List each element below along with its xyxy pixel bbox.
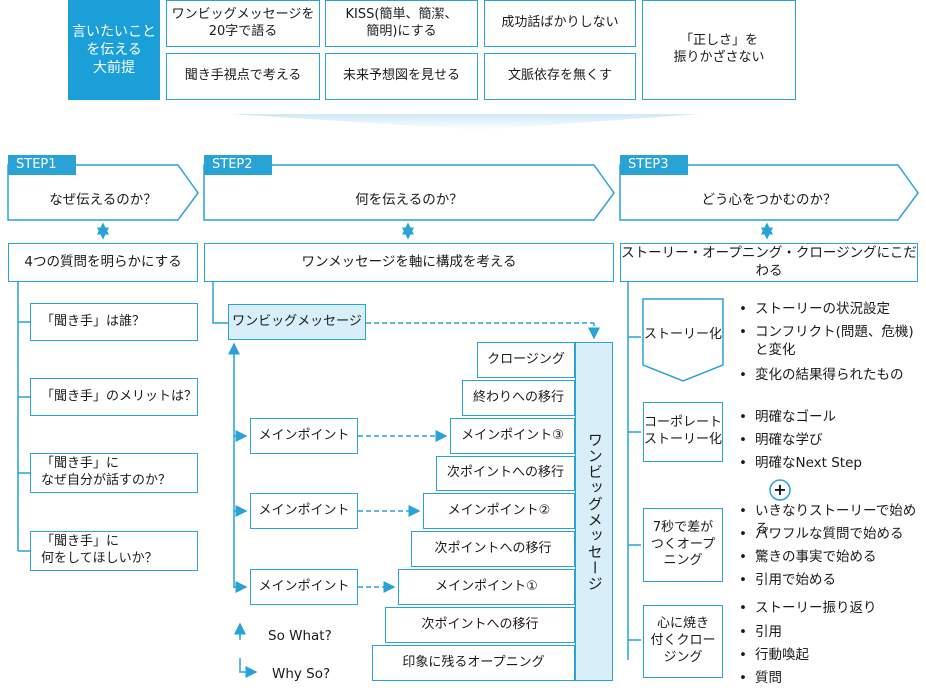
one-big-message-box: ワンビッグメッセージ <box>228 304 366 340</box>
step1-tree-lines <box>17 282 30 552</box>
step1-tab: STEP1 <box>8 155 76 175</box>
closing-bullet-question: 質問 <box>739 670 782 688</box>
story-bullet-result: 変化の結果得られたもの <box>739 367 903 385</box>
step3-tab: STEP3 <box>620 155 688 175</box>
premise-item-kiss: KISS(簡単、簡潔、 簡明)にする <box>325 0 478 47</box>
premise-item-listener-view: 聞き手視点で考える <box>166 53 320 100</box>
step3-question: どう心をつかむのか？ <box>701 191 837 208</box>
story-bullet-conflict: コンフリクト(問題、危機) と変化 <box>739 324 914 359</box>
premise-item-no-context-dependency: 文脈依存を無くす <box>484 53 636 100</box>
premise-item-no-righteousness: 「正しさ」を 振りかざさない <box>642 0 796 100</box>
step1-header-arrow <box>7 164 199 221</box>
step1-question-what-to-do: 「聞き手」に 何をしてほしいか？ <box>30 531 198 571</box>
step2-action: ワンメッセージを軸に構成を考える <box>204 243 614 282</box>
premise-item-one-big-message: ワンビッグメッセージを 20字で語る <box>166 0 320 47</box>
step3-group-closing: 心に焼き 付くクロー ジング <box>643 605 723 678</box>
stair-transition-1: 次ポイントへの移行 <box>385 607 575 643</box>
opening-bullet-question: パワフルな質問で始める <box>739 526 903 544</box>
stair-opening: 印象に残るオープニング <box>372 645 575 681</box>
premise-item-future-vision: 未来予想図を見せる <box>325 53 478 100</box>
stair-transition-3: 次ポイントへの移行 <box>436 456 575 491</box>
opening-bullet-quote: 引用で始める <box>739 572 836 590</box>
step3-story-pentagon <box>642 298 724 382</box>
closing-bullet-quote: 引用 <box>739 624 782 642</box>
stair-main-point-1: メインポイント① <box>398 569 575 605</box>
step1-question: なぜ伝えるのか？ <box>49 191 157 208</box>
corporate-bullet-next-step: 明確なNext Step <box>739 455 862 473</box>
legend-so-what: So What? <box>268 628 332 644</box>
plus-circle-icon <box>769 479 791 501</box>
premise-label: 言いたいこと を伝える 大前提 <box>68 0 160 100</box>
step3-group-story: ストーリー化 <box>643 326 722 342</box>
step3-header-arrow <box>619 164 919 221</box>
main-point-box-2: メインポイント <box>250 493 358 529</box>
step3-group-corporate-story: コーポレート ストーリー化 <box>643 402 723 462</box>
premise-fan-shape <box>230 114 700 130</box>
step3-tree-lines <box>627 282 641 660</box>
main-point-box-3: メインポイント <box>250 569 358 605</box>
premise-item-no-success-stories: 成功話ばかりしない <box>484 0 636 47</box>
closing-bullet-action: 行動喚起 <box>739 647 809 665</box>
step1-question-who: 「聞き手」は誰？ <box>30 303 198 341</box>
step2-header-arrow <box>203 164 615 221</box>
step2-action-to-big-line <box>212 282 228 324</box>
story-bullet-setting: ストーリーの状況設定 <box>739 301 890 319</box>
step1-question-merit: 「聞き手」のメリットは？ <box>30 378 198 416</box>
plus-icon: + <box>773 480 787 499</box>
step3-action: ストーリー・オープニング・クロージングにこだわる <box>620 243 918 282</box>
main-point-box-1: メインポイント <box>250 418 358 454</box>
stair-closing: クロージング <box>477 342 575 378</box>
step1-question-why-me: 「聞き手」に なぜ自分が話すのか？ <box>30 453 198 493</box>
legend-why-so: Why So? <box>272 666 331 682</box>
closing-bullet-review: ストーリー振り返り <box>739 600 876 618</box>
corporate-bullet-learning: 明確な学び <box>739 432 822 450</box>
step2-tab: STEP2 <box>204 155 272 175</box>
stair-transition-2: 次ポイントへの移行 <box>411 531 575 567</box>
step1-action: 4つの質問を明らかにする <box>8 243 198 282</box>
why-so-legend-icon <box>239 658 258 678</box>
step2-question: 何を伝えるのか？ <box>355 191 463 208</box>
stair-transition-to-end: 終わりへの移行 <box>462 380 575 416</box>
step3-group-opening: 7秒で差が つくオープ ニング <box>643 508 723 582</box>
stair-main-point-3: メインポイント③ <box>450 418 575 454</box>
corporate-bullet-goal: 明確なゴール <box>739 409 836 427</box>
opening-bullet-fact: 驚きの事実で始める <box>739 549 876 567</box>
one-big-message-vertical: ワンビッグメッセージ <box>575 342 613 681</box>
stair-main-point-2: メインポイント② <box>423 493 575 529</box>
